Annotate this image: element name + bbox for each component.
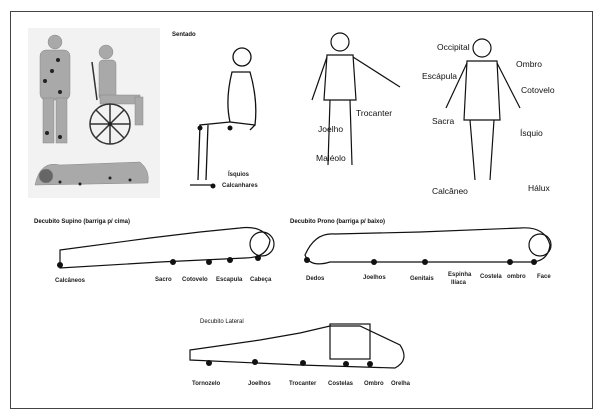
supine-skeleton (59, 226, 275, 269)
gray-figures-panel (28, 28, 160, 198)
label-escapula-supino: Escapula (216, 277, 243, 283)
label-joelhos-lateral: Joelhos (248, 381, 271, 387)
pressure-dots-line (57, 125, 537, 367)
lateral-skeleton (189, 323, 405, 369)
supino-title: Decubito Supino (barriga p/ cima) (34, 219, 131, 225)
label-genitais: Genitais (410, 276, 434, 282)
standing-back-figure (445, 38, 521, 181)
standing-front-figure (311, 32, 401, 166)
label-costela: Costela (480, 274, 502, 280)
label-iliaca: Ilíaca (451, 280, 467, 286)
label-escapula: Escápula (422, 71, 457, 81)
label-trocanter: Trocanter (356, 108, 393, 118)
pressure-dots-gray (43, 58, 132, 186)
label-dedos: Dedos (306, 276, 325, 282)
label-cotovelo: Cotovelo (521, 85, 555, 95)
label-ombro: Ombro (516, 59, 542, 69)
label-sacro: Sacro (155, 277, 172, 283)
label-cotovelo-supino: Cotovelo (182, 277, 208, 283)
diagram-frame (10, 11, 593, 409)
label-ombro-prono: ombro (507, 274, 526, 280)
label-occipital: Occipital (437, 42, 470, 52)
label-orelha: Orelha (391, 381, 411, 387)
label-isquio: Ísquio (520, 128, 543, 138)
label-isquios: Ísquios (228, 172, 250, 178)
label-ombro-lateral: Ombro (364, 381, 384, 387)
label-tornozelo: Tornozelo (192, 381, 221, 387)
lateral-title: Decubito Lateral (200, 319, 244, 325)
label-calcaneos: Calcâneos (55, 278, 86, 284)
label-costelas: Costelas (328, 381, 354, 387)
label-trocanter-lateral: Trocanter (289, 381, 317, 387)
label-joelhos-prono: Joelhos (363, 275, 386, 281)
sentado-title: Sentado (172, 32, 196, 38)
label-calcaneo: Calcâneo (432, 186, 468, 196)
prone-skeleton (304, 227, 552, 265)
label-maleolo: Maléolo (316, 153, 346, 163)
prono-title: Decubito Prono (barriga p/ baixo) (290, 219, 386, 225)
label-halux: Hálux (528, 183, 550, 193)
label-espinha: Espinha (448, 272, 472, 278)
label-joelho: Joelho (318, 124, 344, 134)
label-face: Face (537, 274, 551, 280)
label-sacra: Sacra (432, 116, 455, 126)
seated-figure (190, 47, 257, 186)
label-cabeca: Cabeça (250, 277, 272, 283)
label-calcanhares: Calcanhares (222, 183, 258, 189)
